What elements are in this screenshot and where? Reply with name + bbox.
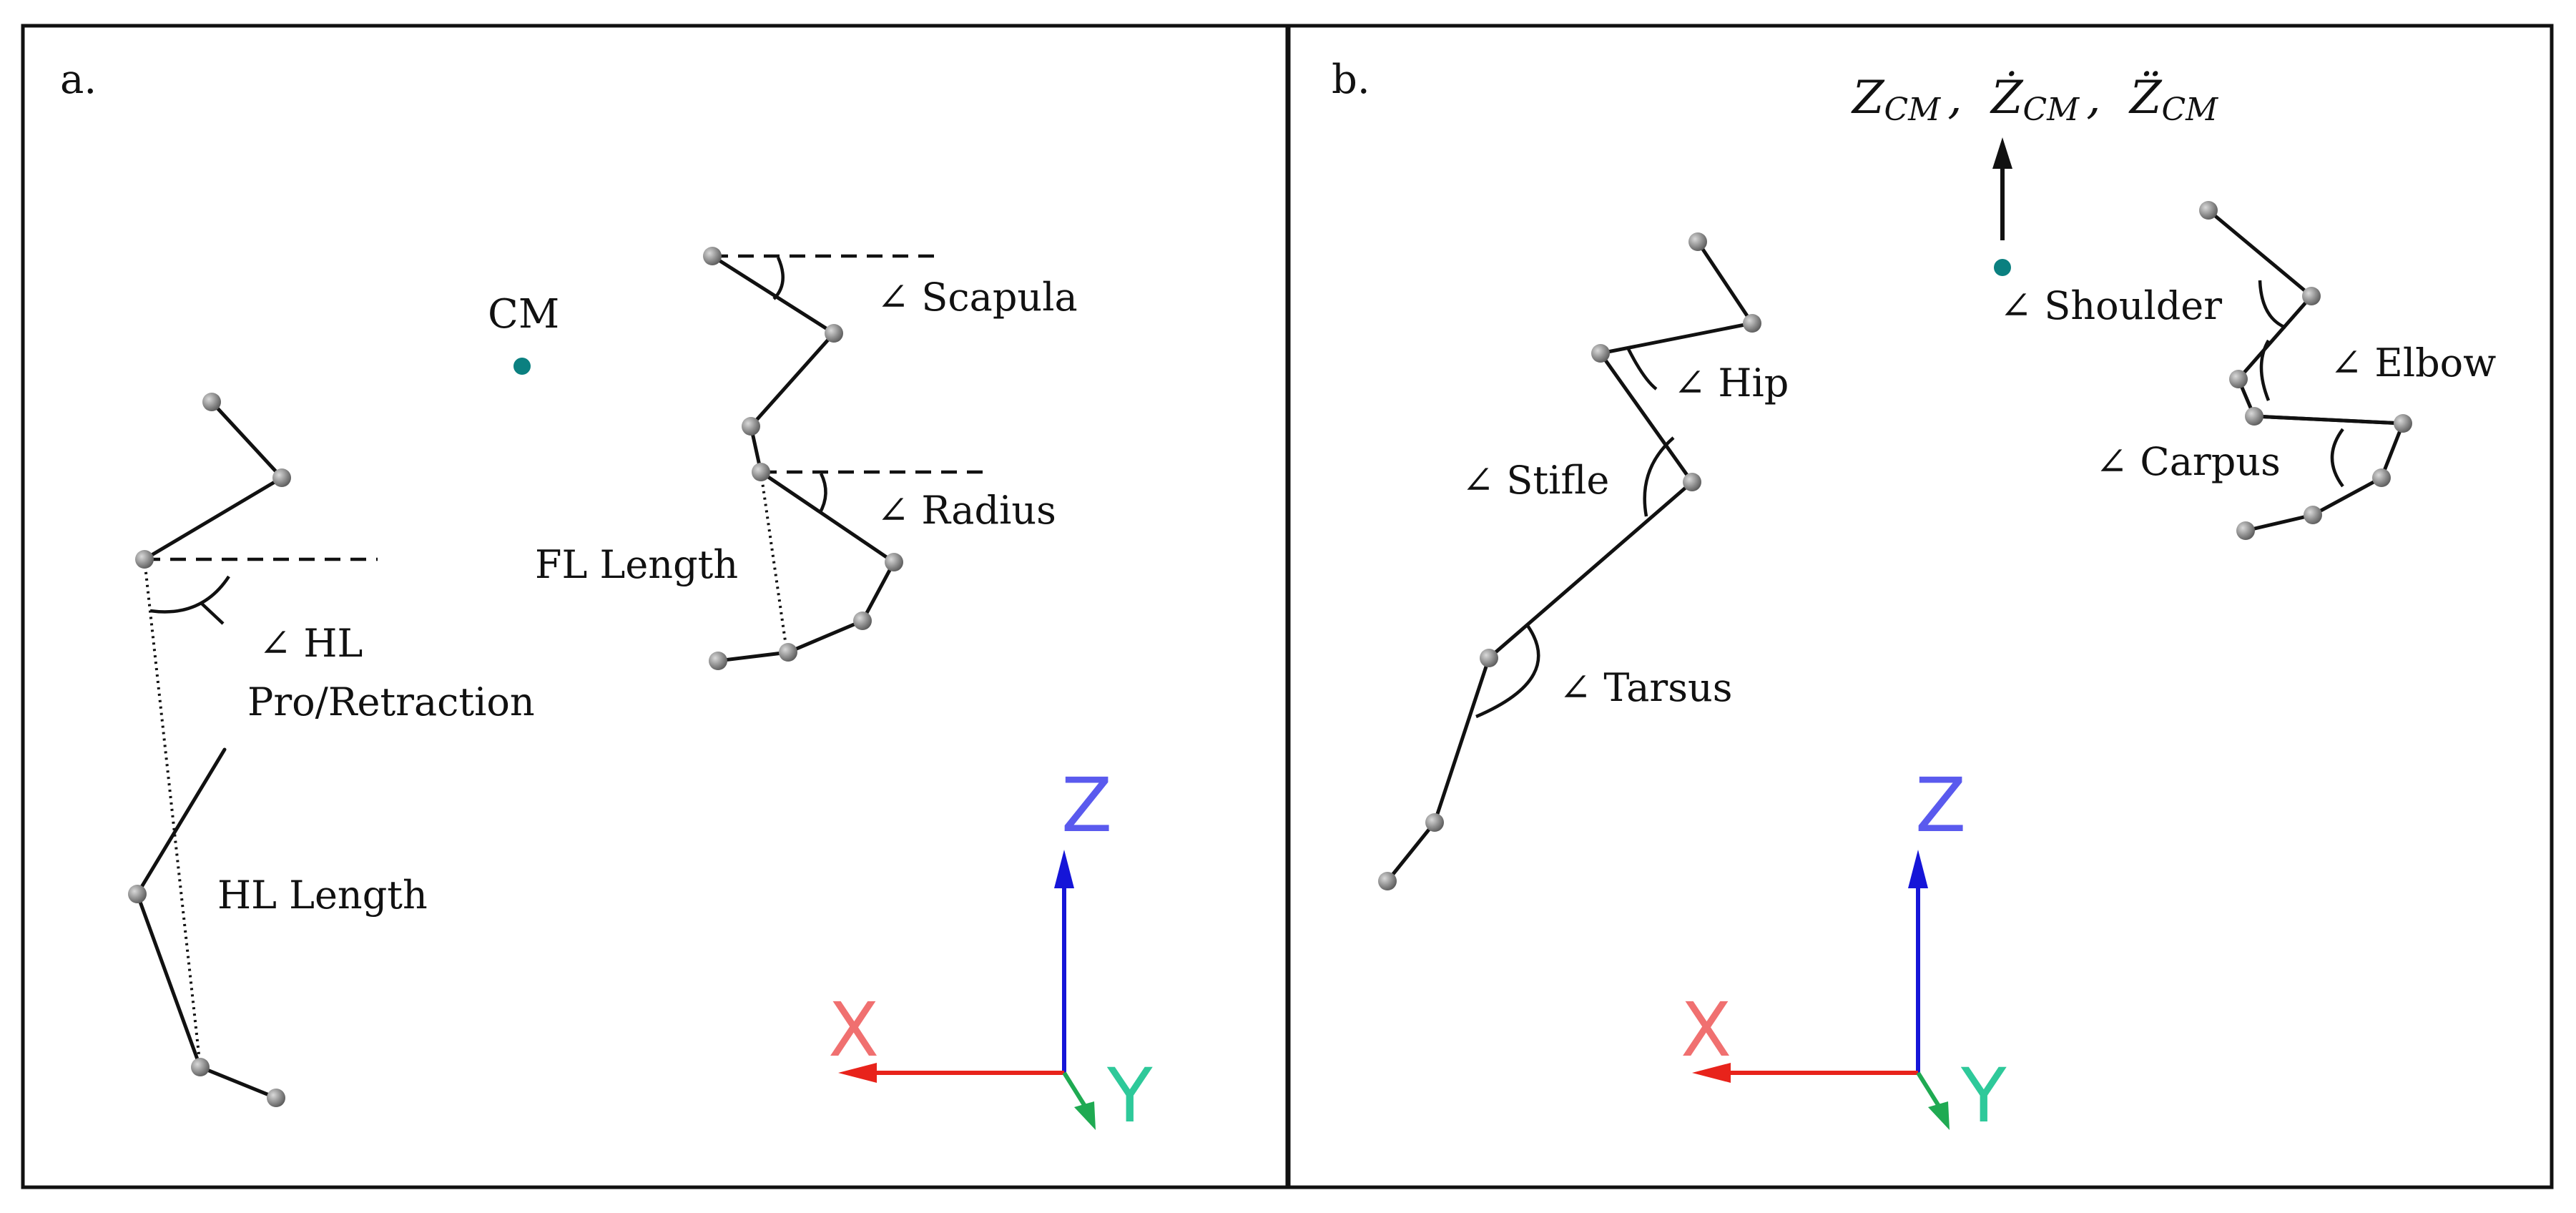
joint-marker-icon <box>779 643 797 662</box>
joint-marker-icon <box>752 463 770 481</box>
joint-marker-icon <box>2245 407 2263 426</box>
svg-text:ZCM,: ZCM, <box>1851 72 1962 128</box>
joint-marker-icon <box>1688 232 1707 251</box>
joint-marker-icon <box>202 393 221 411</box>
hl-proretraction-label: Pro/Retraction <box>247 679 535 725</box>
axes-b: Z X Y <box>1681 762 2007 1139</box>
joint-marker-icon <box>2236 521 2255 540</box>
panel-b-label: b. <box>1332 57 1370 103</box>
panel-a-frame <box>21 24 1289 1189</box>
joint-marker-icon <box>191 1058 210 1076</box>
joint-marker-icon <box>267 1089 285 1107</box>
svg-text:Z̈CM: Z̈CM <box>2128 70 2218 128</box>
joint-marker-icon <box>853 612 872 630</box>
tarsus-angle-label: ∠ Tarsus <box>1559 665 1732 710</box>
axis-z-label: Z <box>1915 762 1966 849</box>
joint-marker-icon <box>2304 506 2322 524</box>
joint-marker-icon <box>742 417 760 436</box>
zcm-header: ZCM, ŻCM, Z̈CM <box>1851 70 2218 128</box>
center-of-mass-icon <box>513 358 531 375</box>
axes-a: Z X Y <box>828 762 1153 1139</box>
forelimb-a <box>710 254 987 663</box>
joint-marker-icon <box>703 247 722 265</box>
hindlimb-b <box>1385 240 1756 883</box>
carpus-angle-label: ∠ Carpus <box>2095 439 2281 484</box>
center-of-mass-icon <box>1994 259 2011 276</box>
joint-marker-icon <box>885 553 903 571</box>
hip-angle-label: ∠ Hip <box>1673 360 1789 406</box>
joint-marker-icon <box>1743 314 1761 333</box>
fl-length-label: FL Length <box>535 542 738 587</box>
radius-angle-label: ∠ Radius <box>877 488 1056 533</box>
joint-marker-icon <box>825 324 843 343</box>
joint-markers-b <box>1378 201 2412 890</box>
scapula-angle-label: ∠ Scapula <box>877 275 1078 320</box>
joint-marker-icon <box>709 652 727 670</box>
axis-x-label: X <box>1681 986 1731 1074</box>
joint-markers-a <box>128 247 903 1107</box>
svg-text:ŻCM,: ŻCM, <box>1990 71 2101 128</box>
axis-x-label: X <box>828 986 879 1074</box>
joint-marker-icon <box>128 885 147 903</box>
axis-y-label: Y <box>1960 1052 2007 1139</box>
arrow-up-icon <box>1992 137 2012 240</box>
joint-marker-icon <box>2302 287 2321 305</box>
shoulder-angle-label: ∠ Shoulder <box>2000 283 2222 328</box>
joint-marker-icon <box>272 468 291 487</box>
joint-marker-icon <box>135 550 154 569</box>
stifle-angle-label: ∠ Stifle <box>1462 458 1609 503</box>
joint-marker-icon <box>2372 468 2391 487</box>
joint-marker-icon <box>1480 649 1498 667</box>
hl-length-label: HL Length <box>217 873 428 918</box>
axis-z-label: Z <box>1061 762 1112 849</box>
joint-marker-icon <box>1591 344 1610 363</box>
panel-a-label: a. <box>60 57 97 103</box>
joint-marker-icon <box>2394 414 2412 433</box>
joint-marker-icon <box>2199 201 2218 220</box>
joint-marker-icon <box>1683 473 1701 491</box>
cm-label: CM <box>488 291 559 338</box>
axis-y-label: Y <box>1106 1052 1153 1139</box>
elbow-angle-label: ∠ Elbow <box>2330 340 2496 385</box>
forelimb-b <box>2206 208 2406 533</box>
hindlimb-a <box>135 400 378 1100</box>
joint-marker-icon <box>1425 813 1444 832</box>
joint-marker-icon <box>1378 872 1397 890</box>
hl-angle-label: ∠ HL <box>259 621 363 666</box>
joint-marker-icon <box>2229 370 2248 388</box>
